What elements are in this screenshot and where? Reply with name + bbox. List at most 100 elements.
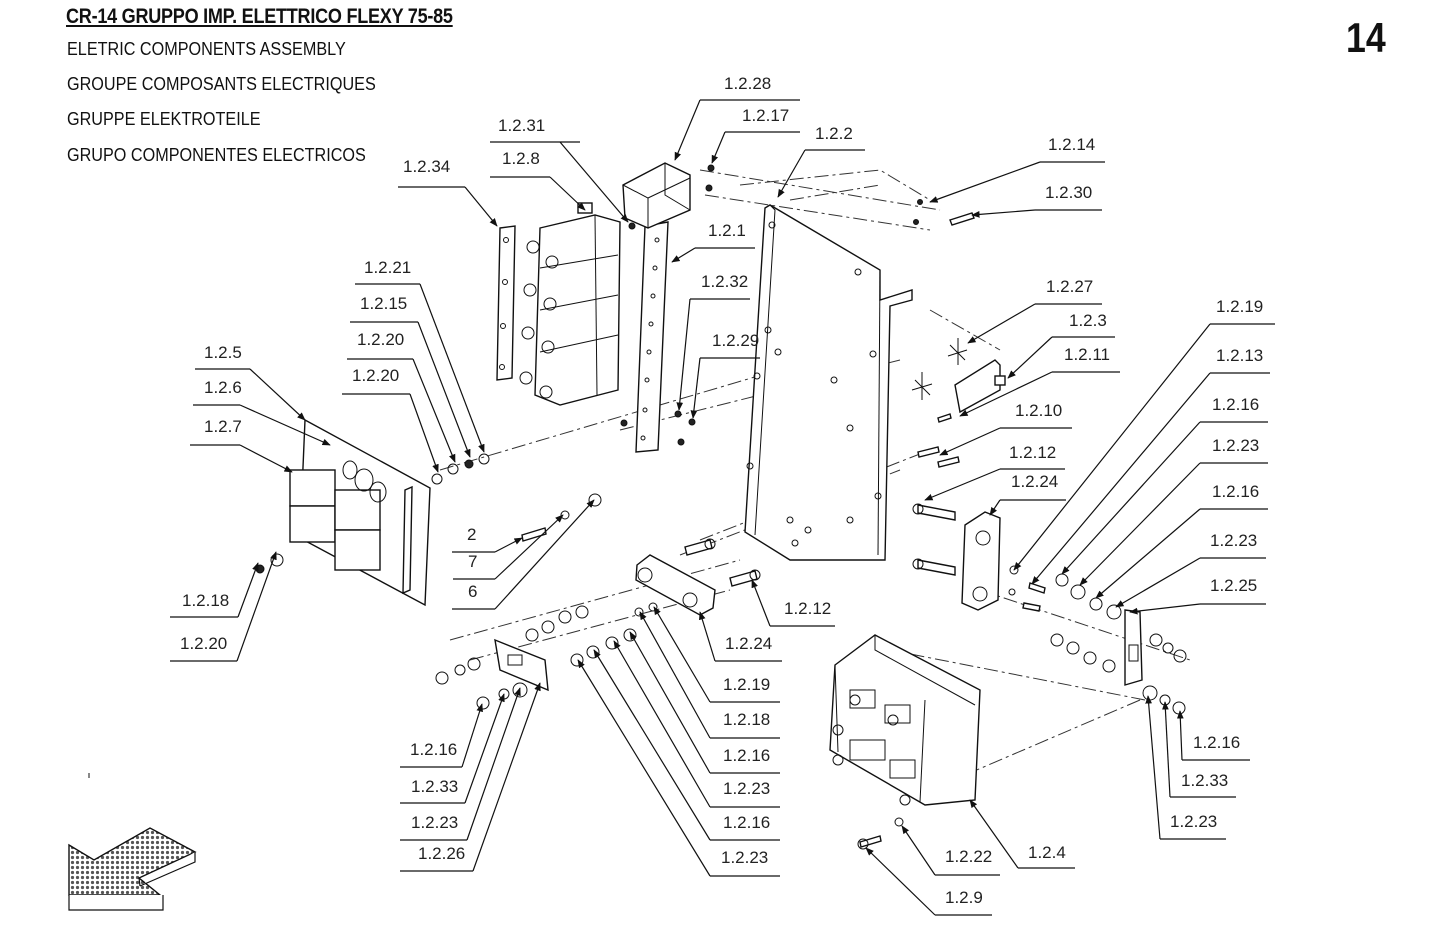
callout-label: 1.2.17 [742,106,789,125]
callout-label: 1.2.12 [1009,443,1056,462]
callout-label: 1.2.8 [502,149,540,168]
callout-label: 1.2.23 [723,779,770,798]
callout-label: 6 [468,582,477,601]
callout-leader-arrow [690,357,701,419]
drawing-title: CR-14 GRUPPO IMP. ELETTRICO FLEXY 75-85 [66,5,453,28]
callout-leader-arrow [593,649,711,841]
part-insulator-blocks [635,511,1001,616]
callout-leader-arrow [577,659,711,877]
subtitle-french: GROUPE COMPOSANTS ELECTRIQUES [67,74,376,94]
callout-leader-arrow [865,847,936,916]
callout-label: 1.2.16 [1193,733,1240,752]
callout-label: 1.2.20 [357,330,404,349]
callout-label: 1.2.32 [701,272,748,291]
callout-leader-arrow [549,176,586,211]
callout-label: 1.2.16 [410,740,457,759]
callout-leader-arrow [464,693,505,804]
callout-leader-arrow [1176,710,1184,761]
callout-leader-arrow [461,703,483,768]
callout-label: 1.2.22 [945,847,992,866]
callout-leader-arrow [653,606,711,703]
hatched-direction-arrow-icon [68,827,197,911]
callout-leader-arrow [901,825,936,876]
subtitle-german: GRUPPE ELEKTROTEILE [67,109,261,129]
callout-label: 2 [467,525,476,544]
callout-label: 1.2.26 [418,844,465,863]
callout-label: 1.2.1 [708,221,746,240]
callout-leader-arrow [466,687,521,841]
callout-label: 1.2.23 [1212,436,1259,455]
callout-leader-arrow [1061,421,1201,575]
callout-label: 1.2.14 [1048,135,1095,154]
callout-label: 1.2.15 [360,294,407,313]
callout-label: 1.2.23 [1170,812,1217,831]
callout-label: 1.2.27 [1046,277,1093,296]
callout-label: 1.2.20 [180,634,227,653]
callout-leader-arrow [959,371,1053,417]
callout-leader-arrow [924,468,1001,501]
callout-label: 1.2.12 [784,599,831,618]
part-busbar-right [635,221,669,453]
callout-label: 1.2.16 [1212,395,1259,414]
part-main-plate [744,204,913,561]
callout-leader-arrow [1031,372,1211,585]
callout-leader-arrow [969,799,1019,869]
callout-leader-arrow [777,149,806,198]
callout-leader-arrow [236,551,277,662]
callout-leader-arrow [1145,695,1161,840]
part-clips-board [911,338,1006,414]
callout-label: 1.2.10 [1015,401,1062,420]
callout-leader-arrow [249,368,306,421]
callout-label: 1.2.16 [723,813,770,832]
callout-leader-arrow [417,321,471,458]
callout-leader-arrow [939,427,1001,456]
callout-label: 7 [468,552,477,571]
callout-leader-arrow [239,404,331,446]
callout-label: 1.2.31 [498,116,545,135]
subtitle-english: ELETRIC COMPONENTS ASSEMBLY [67,39,346,59]
callout-leader-arrow [1129,603,1201,615]
callout-leader-arrow [1079,462,1201,586]
callout-label: 1.2.2 [815,124,853,143]
callout-label: 1.2.34 [403,157,450,176]
callout-label: 1.2.29 [712,331,759,350]
callout-leader-arrow [711,131,726,164]
callout-leader-arrow [1115,557,1201,608]
part-contactors [519,202,621,406]
callout-label: 1.2.23 [721,848,768,867]
callout-leader-arrow [237,562,259,618]
small-fasteners [620,164,975,468]
callout-label: 1.2.23 [411,813,458,832]
callout-label: 1.2.25 [1210,576,1257,595]
callout-leader-arrow [613,640,711,808]
callout-leader-arrow [671,247,696,263]
callout-label: 1.2.19 [1216,297,1263,316]
callout-leader-arrow [674,99,701,161]
callout-leader-arrow [1007,336,1053,379]
callout-label: 1.2.19 [723,675,770,694]
callout-leader-arrow [494,499,595,610]
callout-label: 1.2.3 [1069,311,1107,330]
part-power-board [289,418,431,607]
subtitle-spanish: GRUPO COMPONENTES ELECTRICOS [67,145,366,165]
callout-leader-arrow [559,141,629,223]
callout-label: 1.2.30 [1045,183,1092,202]
callout-label: 1.2.7 [204,417,242,436]
page-number: 14 [1346,14,1386,61]
callout-label: 1.2.33 [411,777,458,796]
callout-leader-arrow [1013,323,1211,571]
callout-leader-arrow [239,444,293,473]
callout-label: 1.2.16 [723,746,770,765]
callout-leader-arrow [989,499,1001,516]
callout-leader-arrow [629,631,711,774]
callout-leader-arrow [676,298,691,411]
callout-leader-arrow [409,393,439,473]
part-relay [622,162,691,229]
callout-leader-arrow [494,514,564,580]
callout-leader-arrow [639,611,711,739]
callout-labels: 1.2.281.2.171.2.21.2.311.2.81.2.341.2.11… [180,74,1263,907]
part-bolts [684,503,956,587]
callout-label: 1.2.23 [1210,531,1257,550]
callout-leader-arrow [751,579,771,627]
